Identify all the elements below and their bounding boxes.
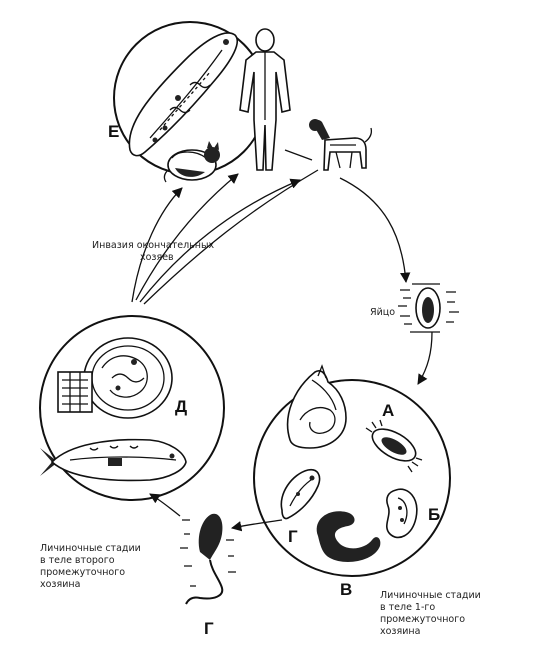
arrow-to-first-host	[418, 332, 432, 384]
first-host-text-line2: в теле 1-го	[380, 602, 435, 613]
first-host-text-line1: Личиночные стадии	[380, 590, 481, 601]
cat-host-icon	[164, 141, 220, 182]
arrow-to-cercaria	[232, 520, 282, 528]
arrow-to-egg	[340, 178, 406, 282]
second-host-text-line4: хозяина	[40, 579, 80, 590]
miracidium-icon	[366, 420, 422, 472]
snail-icon	[288, 366, 346, 448]
adult-fluke-icon	[129, 33, 237, 156]
invasion-arrows	[132, 170, 318, 304]
dog-host-icon	[309, 119, 371, 170]
invasion-text-line1: Инвазия окончательных	[92, 240, 214, 251]
label-g-inner: Г	[288, 527, 298, 546]
egg-icon	[398, 284, 459, 332]
fish-icon	[40, 440, 186, 481]
second-host-text-line2: в теле второго	[40, 555, 115, 566]
muscle-tissue-icon	[58, 372, 92, 412]
label-e: Е	[108, 122, 119, 141]
label-v: В	[340, 580, 352, 599]
invasion-text-line2: хозяев	[140, 252, 174, 263]
first-host-circle	[254, 380, 450, 576]
label-g-bottom: Г	[204, 619, 214, 638]
cercaria-icon	[180, 514, 236, 604]
definitive-hosts-group	[114, 22, 371, 182]
sporocyst-icon	[387, 489, 417, 537]
label-d: Д	[175, 397, 187, 416]
label-a: А	[382, 401, 394, 420]
redia-icon	[281, 470, 319, 519]
egg-label: Яйцо	[370, 307, 395, 318]
egg-group: Яйцо	[370, 284, 459, 332]
second-host-text-line1: Личиночные стадии	[40, 543, 141, 554]
second-intermediate-host-group: Д	[40, 316, 224, 500]
cercaria-in-snail-icon	[317, 511, 381, 562]
label-b: Б	[428, 505, 440, 524]
second-host-text-line3: промежуточного	[40, 567, 125, 578]
first-intermediate-host-group: А Г Б В	[254, 366, 450, 599]
human-dog-connector	[285, 150, 312, 160]
first-host-text-line4: хозяина	[380, 626, 420, 637]
first-host-text-line3: промежуточного	[380, 614, 465, 625]
metacercaria-cyst-icon	[84, 338, 172, 418]
